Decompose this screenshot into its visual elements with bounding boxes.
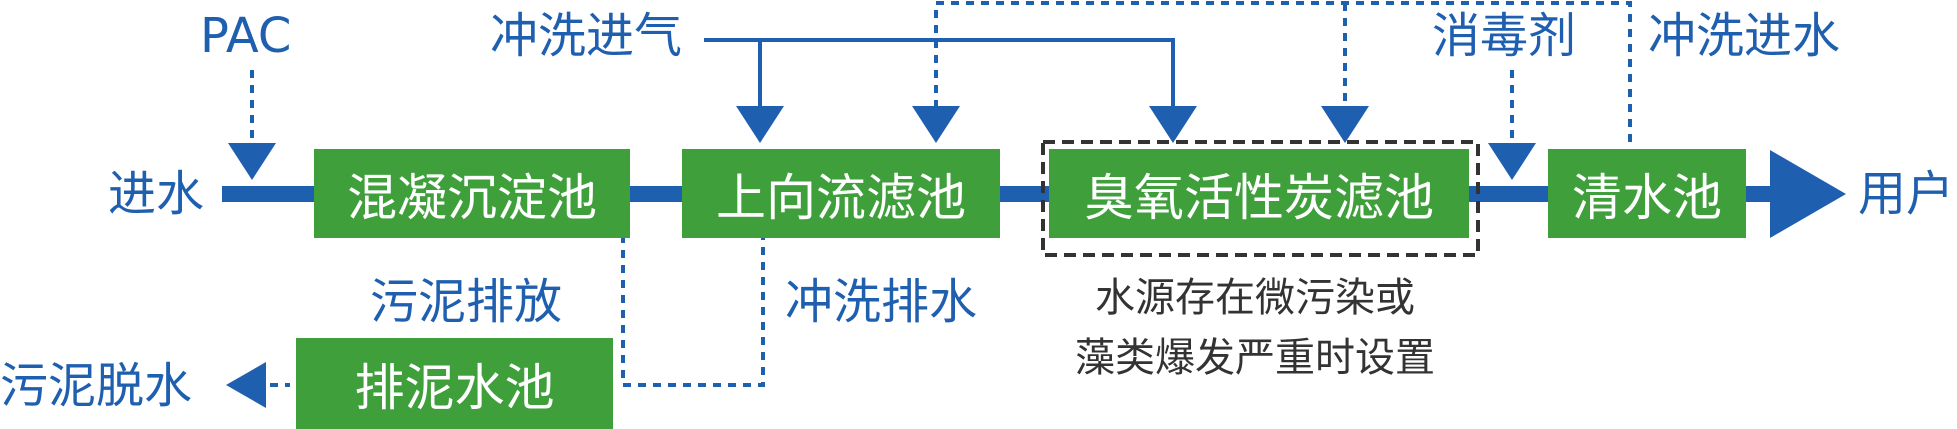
wash-air-label: 冲洗进气: [490, 8, 683, 64]
wash-air-arrow-icon-2: [1149, 106, 1197, 143]
ozone-bac-filter: 臭氧活性炭滤池: [1049, 149, 1469, 238]
sludge-drain-line: [621, 235, 765, 387]
wash-drain-label: 冲洗排水: [785, 274, 978, 330]
pac-label: PAC: [200, 8, 292, 64]
wash-water-line: [934, 1, 1632, 148]
user-label: 用户: [1858, 166, 1955, 222]
pac-arrow-icon: [228, 143, 276, 180]
clear-well: 清水池: [1548, 149, 1746, 238]
upflow-filter: 上向流滤池: [682, 149, 1000, 238]
coag-sed-tank: 混凝沉淀池: [314, 149, 630, 238]
wash-water-in-label: 冲洗进水: [1648, 8, 1841, 64]
sludge-tank: 排泥水池: [296, 338, 613, 429]
sludge-discharge-label: 污泥排放: [370, 274, 563, 330]
output-arrow-icon: [1770, 150, 1846, 238]
water-in-label: 进水: [108, 166, 205, 222]
optional-unit-note-line2: 藻类爆发严重时设置: [1075, 335, 1435, 381]
optional-unit-frame: [1041, 140, 1480, 257]
disinfectant-arrow-icon: [1488, 143, 1536, 180]
dewater-arrow-icon: [226, 362, 266, 408]
wash-water-arrow-icon-1: [912, 106, 960, 143]
optional-unit-note-line1: 水源存在微污染或: [1095, 275, 1415, 321]
disinfectant-label: 消毒剂: [1432, 8, 1577, 64]
wash-air-arrow-icon-1: [736, 106, 784, 143]
wash-water-arrow-icon-2: [1321, 106, 1369, 143]
wash-air-line: [704, 38, 1175, 108]
sludge-dewater-label: 污泥脱水: [0, 358, 193, 414]
